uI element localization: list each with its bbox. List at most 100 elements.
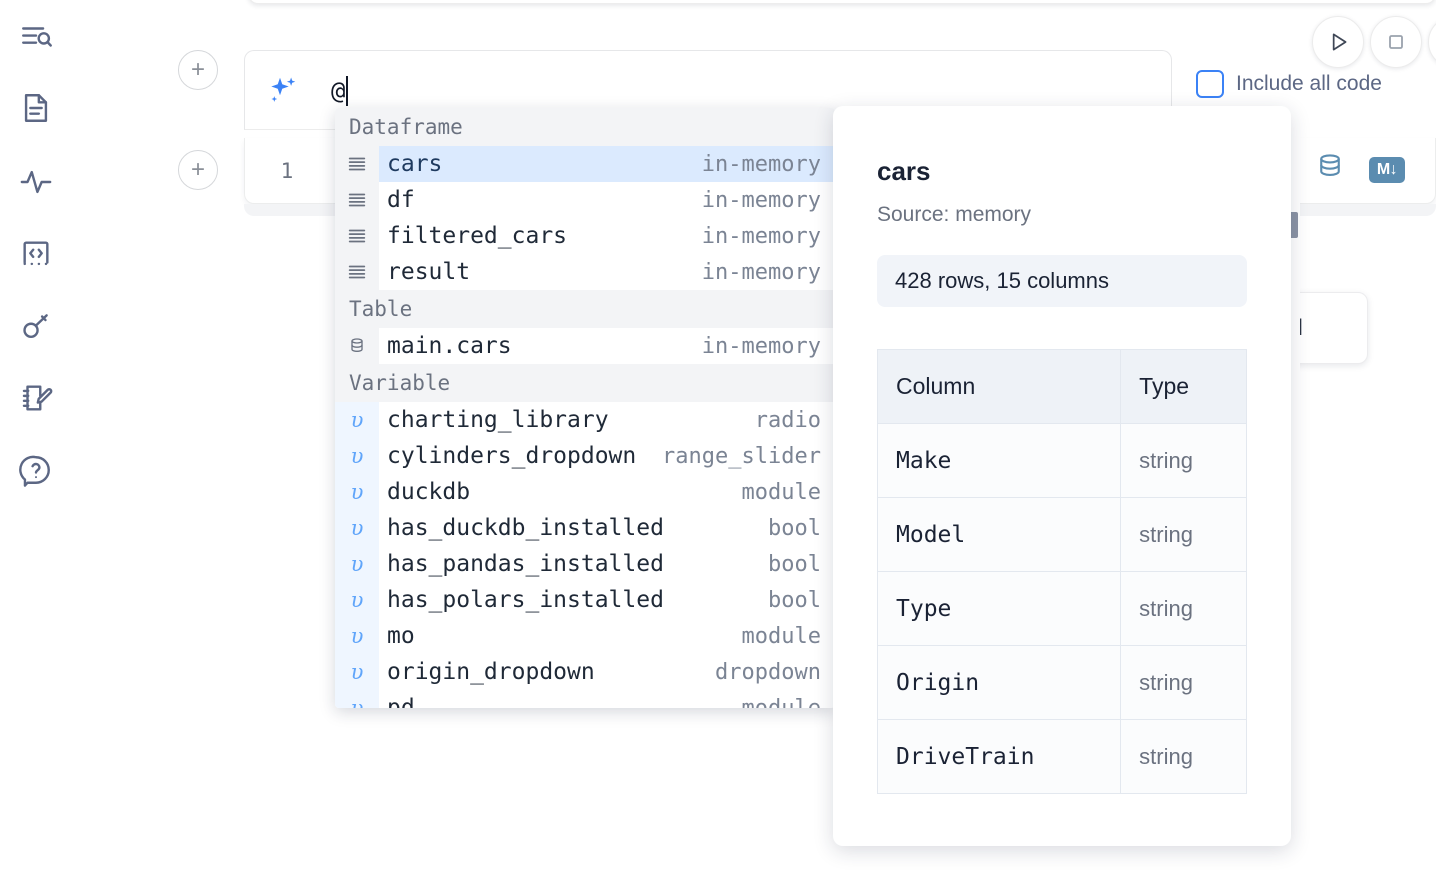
variable-icon: υ: [335, 654, 379, 690]
detail-column-name: DriveTrain: [876, 719, 1122, 794]
add-cell-below-button[interactable]: +: [178, 150, 218, 190]
autocomplete-item-meta: dropdown: [715, 659, 821, 685]
detail-column-type: string: [1120, 571, 1247, 646]
table-icon: [335, 328, 379, 364]
autocomplete-item-name: filtered_cars: [387, 223, 568, 249]
autocomplete-item-name: origin_dropdown: [387, 659, 595, 685]
detail-column-type: string: [1120, 423, 1247, 498]
autocomplete-item[interactable]: cars in-memory: [335, 146, 835, 182]
cell-icon-group: M↓: [1315, 152, 1405, 187]
autocomplete-item[interactable]: υ origin_dropdown dropdown: [335, 654, 835, 690]
key-icon[interactable]: [14, 304, 58, 348]
autocomplete-item-name: result: [387, 259, 471, 285]
autocomplete-item[interactable]: υ has_polars_installed bool: [335, 582, 835, 618]
autocomplete-group-header: Table: [335, 290, 835, 328]
file-explorer-icon[interactable]: [14, 15, 58, 59]
detail-column-type: string: [1120, 719, 1247, 794]
autocomplete-item-body: filtered_cars in-memory: [379, 223, 835, 249]
variable-icon: υ: [335, 510, 379, 546]
cell-line-number: 1: [280, 159, 294, 183]
include-all-code-checkbox[interactable]: [1196, 70, 1224, 98]
detail-source: Source: memory: [877, 203, 1032, 226]
database-icon[interactable]: [1315, 152, 1345, 187]
variable-icon: υ: [335, 582, 379, 618]
autocomplete-item[interactable]: result in-memory: [335, 254, 835, 290]
document-icon[interactable]: [14, 86, 58, 130]
markdown-badge[interactable]: M↓: [1369, 156, 1405, 183]
autocomplete-item-name: has_pandas_installed: [387, 551, 664, 577]
autocomplete-item-name: pd: [387, 695, 415, 708]
autocomplete-item-meta: bool: [768, 515, 821, 541]
code-snippet-icon[interactable]: [14, 232, 58, 276]
variable-icon: υ: [335, 438, 379, 474]
add-cell-above-button[interactable]: +: [178, 50, 218, 90]
autocomplete-item-name: duckdb: [387, 479, 471, 505]
stop-button[interactable]: [1370, 16, 1422, 68]
activity-icon[interactable]: [14, 160, 58, 204]
autocomplete-item-meta: in-memory: [701, 223, 821, 249]
help-icon[interactable]: [14, 448, 58, 492]
previous-cell-card-edge: [248, 0, 1436, 4]
include-all-code-row[interactable]: Include all code: [1196, 70, 1382, 98]
dataframe-icon: [335, 218, 379, 254]
variable-icon: υ: [335, 618, 379, 654]
autocomplete-item-name: cars: [387, 151, 443, 177]
variable-icon: υ: [335, 546, 379, 582]
scrollbar-thumb[interactable]: [1288, 212, 1298, 238]
more-actions-button[interactable]: [1428, 16, 1436, 68]
detail-column-type: string: [1120, 645, 1247, 720]
autocomplete-item-body: cars in-memory: [379, 151, 835, 177]
autocomplete-group-header: Dataframe: [335, 108, 835, 146]
variable-icon: υ: [335, 402, 379, 438]
left-icon-rail: [0, 0, 72, 874]
detail-col-header-column: Column: [876, 349, 1122, 424]
autocomplete-item-meta: in-memory: [701, 187, 821, 213]
autocomplete-item-meta: bool: [768, 587, 821, 613]
autocomplete-item-body: origin_dropdown dropdown: [379, 659, 835, 685]
autocomplete-item-name: has_polars_installed: [387, 587, 664, 613]
autocomplete-item[interactable]: υ has_duckdb_installed bool: [335, 510, 835, 546]
autocomplete-item-meta: in-memory: [701, 259, 821, 285]
autocomplete-item[interactable]: filtered_cars in-memory: [335, 218, 835, 254]
autocomplete-item-name: mo: [387, 623, 415, 649]
ai-sparkle-icon: [265, 73, 301, 109]
detail-table-header-row: Column Type: [876, 349, 1247, 424]
detail-shape-badge: 428 rows, 15 columns: [877, 255, 1247, 307]
detail-column-name: Type: [876, 571, 1122, 646]
autocomplete-item[interactable]: υ has_pandas_installed bool: [335, 546, 835, 582]
scratchpad-icon[interactable]: [14, 376, 58, 420]
run-button[interactable]: [1312, 16, 1364, 68]
autocomplete-item-body: result in-memory: [379, 259, 835, 285]
ai-prompt-value: @: [331, 77, 346, 105]
dataframe-icon: [335, 146, 379, 182]
autocomplete-item-meta: in-memory: [701, 151, 821, 177]
autocomplete-item-meta: range_slider: [662, 443, 821, 469]
autocomplete-item-name: has_duckdb_installed: [387, 515, 664, 541]
dataframe-icon: [335, 254, 379, 290]
detail-col-header-type: Type: [1120, 349, 1247, 424]
autocomplete-item-body: has_polars_installed bool: [379, 587, 835, 613]
ai-prompt-input[interactable]: @: [331, 73, 349, 109]
detail-column-name: Model: [876, 497, 1122, 572]
autocomplete-item-meta: bool: [768, 551, 821, 577]
